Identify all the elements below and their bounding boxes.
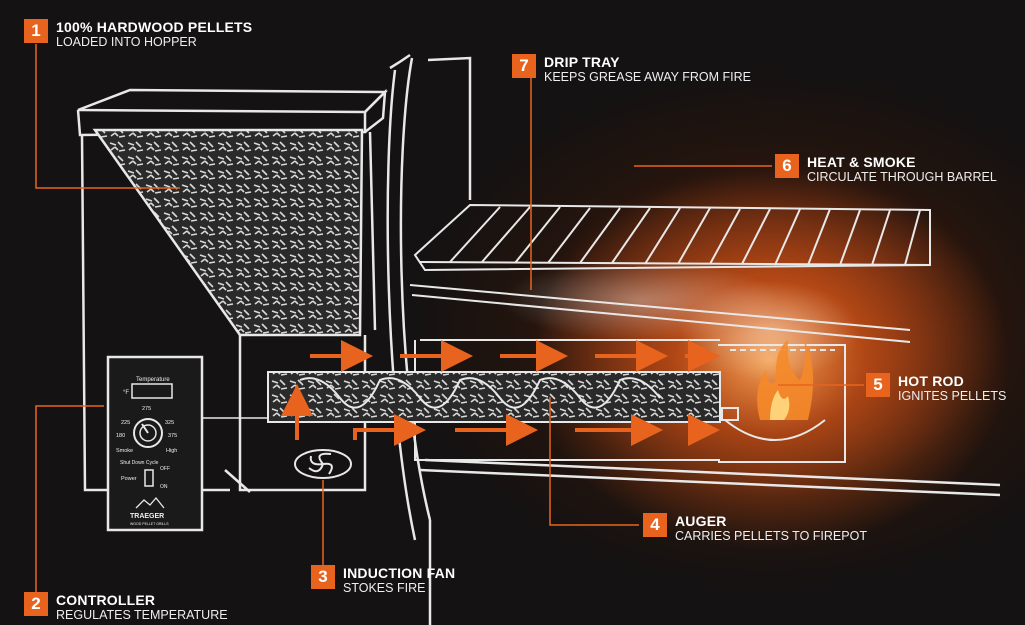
display-label: Temperature [136, 377, 170, 383]
callout-leaders [35, 44, 864, 594]
callout-number: 2 [24, 592, 48, 616]
brand-sub: WOOD PELLET GRILLS [130, 522, 169, 526]
hopper [76, 88, 388, 493]
cooking-grate [413, 203, 931, 272]
callout-number: 1 [24, 19, 48, 43]
auger-tube [267, 339, 721, 461]
smoke-cloud-2 [680, 280, 860, 380]
callout-title: HEAT & SMOKE [807, 154, 916, 170]
callout-subtitle: LOADED INTO HOPPER [56, 35, 197, 49]
dial-label: High [166, 448, 177, 454]
dial-label: 375 [168, 433, 177, 439]
callout-title: CONTROLLER [56, 592, 156, 608]
callout-title: HOT ROD [898, 373, 964, 389]
brand-logo: TRAEGER [130, 513, 164, 520]
dial-label: 325 [165, 420, 174, 426]
dial-label: Smoke [116, 448, 133, 454]
display-unit: °F [123, 390, 129, 396]
callout-number: 7 [512, 54, 536, 78]
dial-label: 180 [116, 433, 125, 439]
callout-subtitle: CIRCULATE THROUGH BARREL [807, 170, 997, 184]
barrel [386, 53, 1001, 625]
callout-title: INDUCTION FAN [343, 565, 456, 581]
callout-number: 6 [775, 154, 799, 178]
callout-number: 4 [643, 513, 667, 537]
callout-number: 3 [311, 565, 335, 589]
callout-subtitle: STOKES FIRE [343, 581, 426, 595]
fire-flames [757, 340, 814, 420]
callout-title: DRIP TRAY [544, 54, 620, 70]
switch-off-label: OFF [160, 466, 170, 472]
callout-title: AUGER [675, 513, 727, 529]
callout-title: 100% HARDWOOD PELLETS [56, 19, 253, 35]
airflow-arrows [281, 340, 720, 446]
callout-subtitle: CARRIES PELLETS TO FIREPOT [675, 529, 867, 543]
dial-label: 275 [142, 406, 151, 412]
drip-tray [409, 284, 911, 343]
controller-panel: Temperature °F 225 275 325 180 375 Smoke… [106, 355, 204, 532]
dial-label: 225 [121, 420, 130, 426]
power-label: Power [121, 476, 137, 482]
callout-subtitle: REGULATES TEMPERATURE [56, 608, 228, 622]
callout-subtitle: IGNITES PELLETS [898, 389, 1007, 403]
callout-number: 5 [866, 373, 890, 397]
switch-on-label: ON [160, 484, 168, 490]
callout-subtitle: KEEPS GREASE AWAY FROM FIRE [544, 70, 751, 84]
induction-fan [294, 449, 352, 479]
shutdown-label: Shut Down Cycle [120, 460, 159, 466]
